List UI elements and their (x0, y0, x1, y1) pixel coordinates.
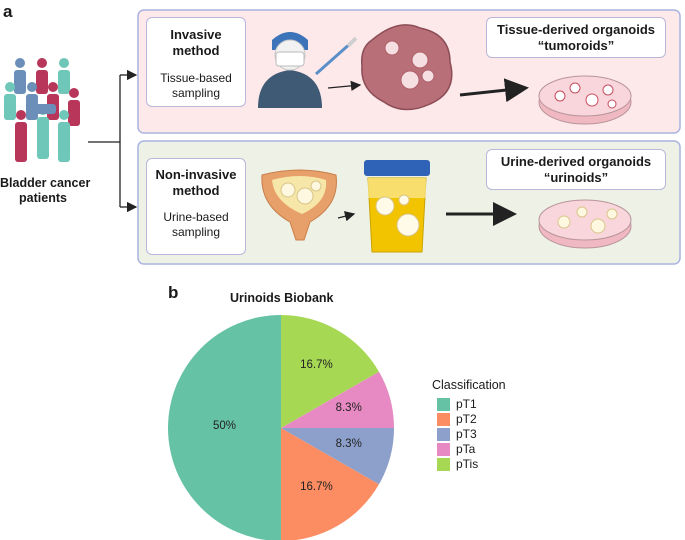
pie-label-pta: 8.3% (335, 401, 362, 414)
legend-swatch (437, 412, 450, 426)
legend-label: pT3 (456, 427, 477, 441)
patients-group-icon (4, 58, 80, 162)
noninvasive-method-title: Non-invasive method (155, 167, 237, 198)
tumoroids-title: Tissue-derived organoids (497, 22, 655, 37)
pie-slice-pt3 (281, 428, 394, 485)
legend-label: pT1 (456, 397, 477, 411)
pie-slice-pt1 (168, 315, 281, 540)
legend-title: Classification (432, 378, 506, 392)
chart-title: Urinoids Biobank (230, 291, 334, 305)
invasive-method-title: Invasive method (170, 27, 222, 58)
legend-item-pta: pTa (437, 442, 475, 456)
urine-container-icon (364, 160, 430, 253)
pie-label-ptis: 16.7% (300, 359, 333, 372)
pie-label-pt1: 50% (212, 420, 237, 432)
legend-item-ptis: pTis (437, 457, 478, 471)
panel-a-letter: a (3, 2, 13, 21)
noninvasive-method-box: Non-invasive method Urine-based sampling (146, 158, 246, 255)
legend-swatch (437, 457, 450, 471)
tumoroid-dish-icon (538, 75, 632, 125)
pie-slice-ptis (281, 315, 379, 428)
legend-label: pTis (456, 457, 479, 471)
tumor-tissue-icon (360, 24, 453, 111)
pie-slice-pta (281, 371, 394, 428)
invasive-method-box: Invasive method Tissue-based sampling (146, 17, 246, 107)
branch-connector (88, 75, 121, 143)
legend-swatch (437, 427, 450, 441)
urinoids-subtitle: “urinoids” (543, 170, 609, 185)
legend-swatch (437, 397, 450, 411)
legend-item-pt2: pT2 (437, 412, 477, 426)
pie-label-pt2: 16.7% (300, 480, 333, 493)
surgeon-icon (258, 32, 358, 108)
legend-swatch (437, 442, 450, 456)
pie-slice-pt2 (281, 428, 379, 540)
legend-item-pt3: pT3 (437, 427, 477, 441)
pie-chart (168, 315, 394, 540)
tumoroids-subtitle: “tumoroids” (537, 38, 615, 53)
panel-b-letter: b (168, 283, 179, 302)
noninvasive-method-subtitle: Urine-based sampling (163, 210, 229, 239)
legend-label: pTa (456, 442, 476, 456)
tumoroids-box: Tissue-derived organoids “tumoroids” (486, 17, 666, 58)
bladder-icon (261, 169, 337, 241)
urinoid-dish-icon (538, 199, 632, 249)
legend-item-pt1: pT1 (437, 397, 477, 411)
invasive-method-subtitle: Tissue-based sampling (160, 71, 232, 100)
pie-label-pt3: 8.3% (335, 438, 362, 451)
urinoids-title: Urine-derived organoids (500, 154, 652, 169)
patients-label: Bladder cancer patients (0, 176, 91, 205)
urinoids-box: Urine-derived organoids “urinoids” (486, 149, 666, 190)
legend-label: pT2 (456, 412, 477, 426)
